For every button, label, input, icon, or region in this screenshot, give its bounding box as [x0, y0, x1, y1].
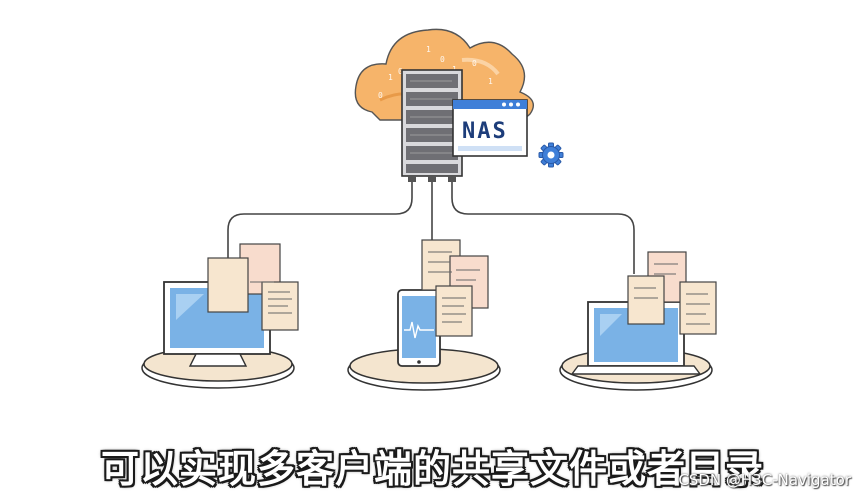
svg-text:1: 1 — [488, 77, 493, 86]
svg-text:1: 1 — [426, 45, 431, 54]
svg-text:0: 0 — [440, 55, 445, 64]
svg-text:1: 1 — [388, 73, 393, 82]
video-subtitle: 可以实现多客户端的共享文件或者目录 — [100, 447, 764, 491]
svg-text:0: 0 — [472, 59, 477, 68]
gear-icon — [538, 142, 564, 168]
nas-label: NAS — [462, 119, 508, 144]
watermark: CSDN @H3C-Navigator — [678, 471, 851, 489]
svg-text:0: 0 — [398, 67, 403, 76]
phone-icon — [397, 289, 441, 367]
connection-lines — [227, 176, 635, 274]
server-rack-icon — [401, 69, 463, 182]
document-stack-right — [627, 251, 717, 335]
document-stack-left — [207, 243, 299, 331]
document-stack-middle — [421, 239, 489, 337]
svg-text:0: 0 — [378, 91, 383, 100]
nas-window: NAS — [452, 99, 528, 157]
